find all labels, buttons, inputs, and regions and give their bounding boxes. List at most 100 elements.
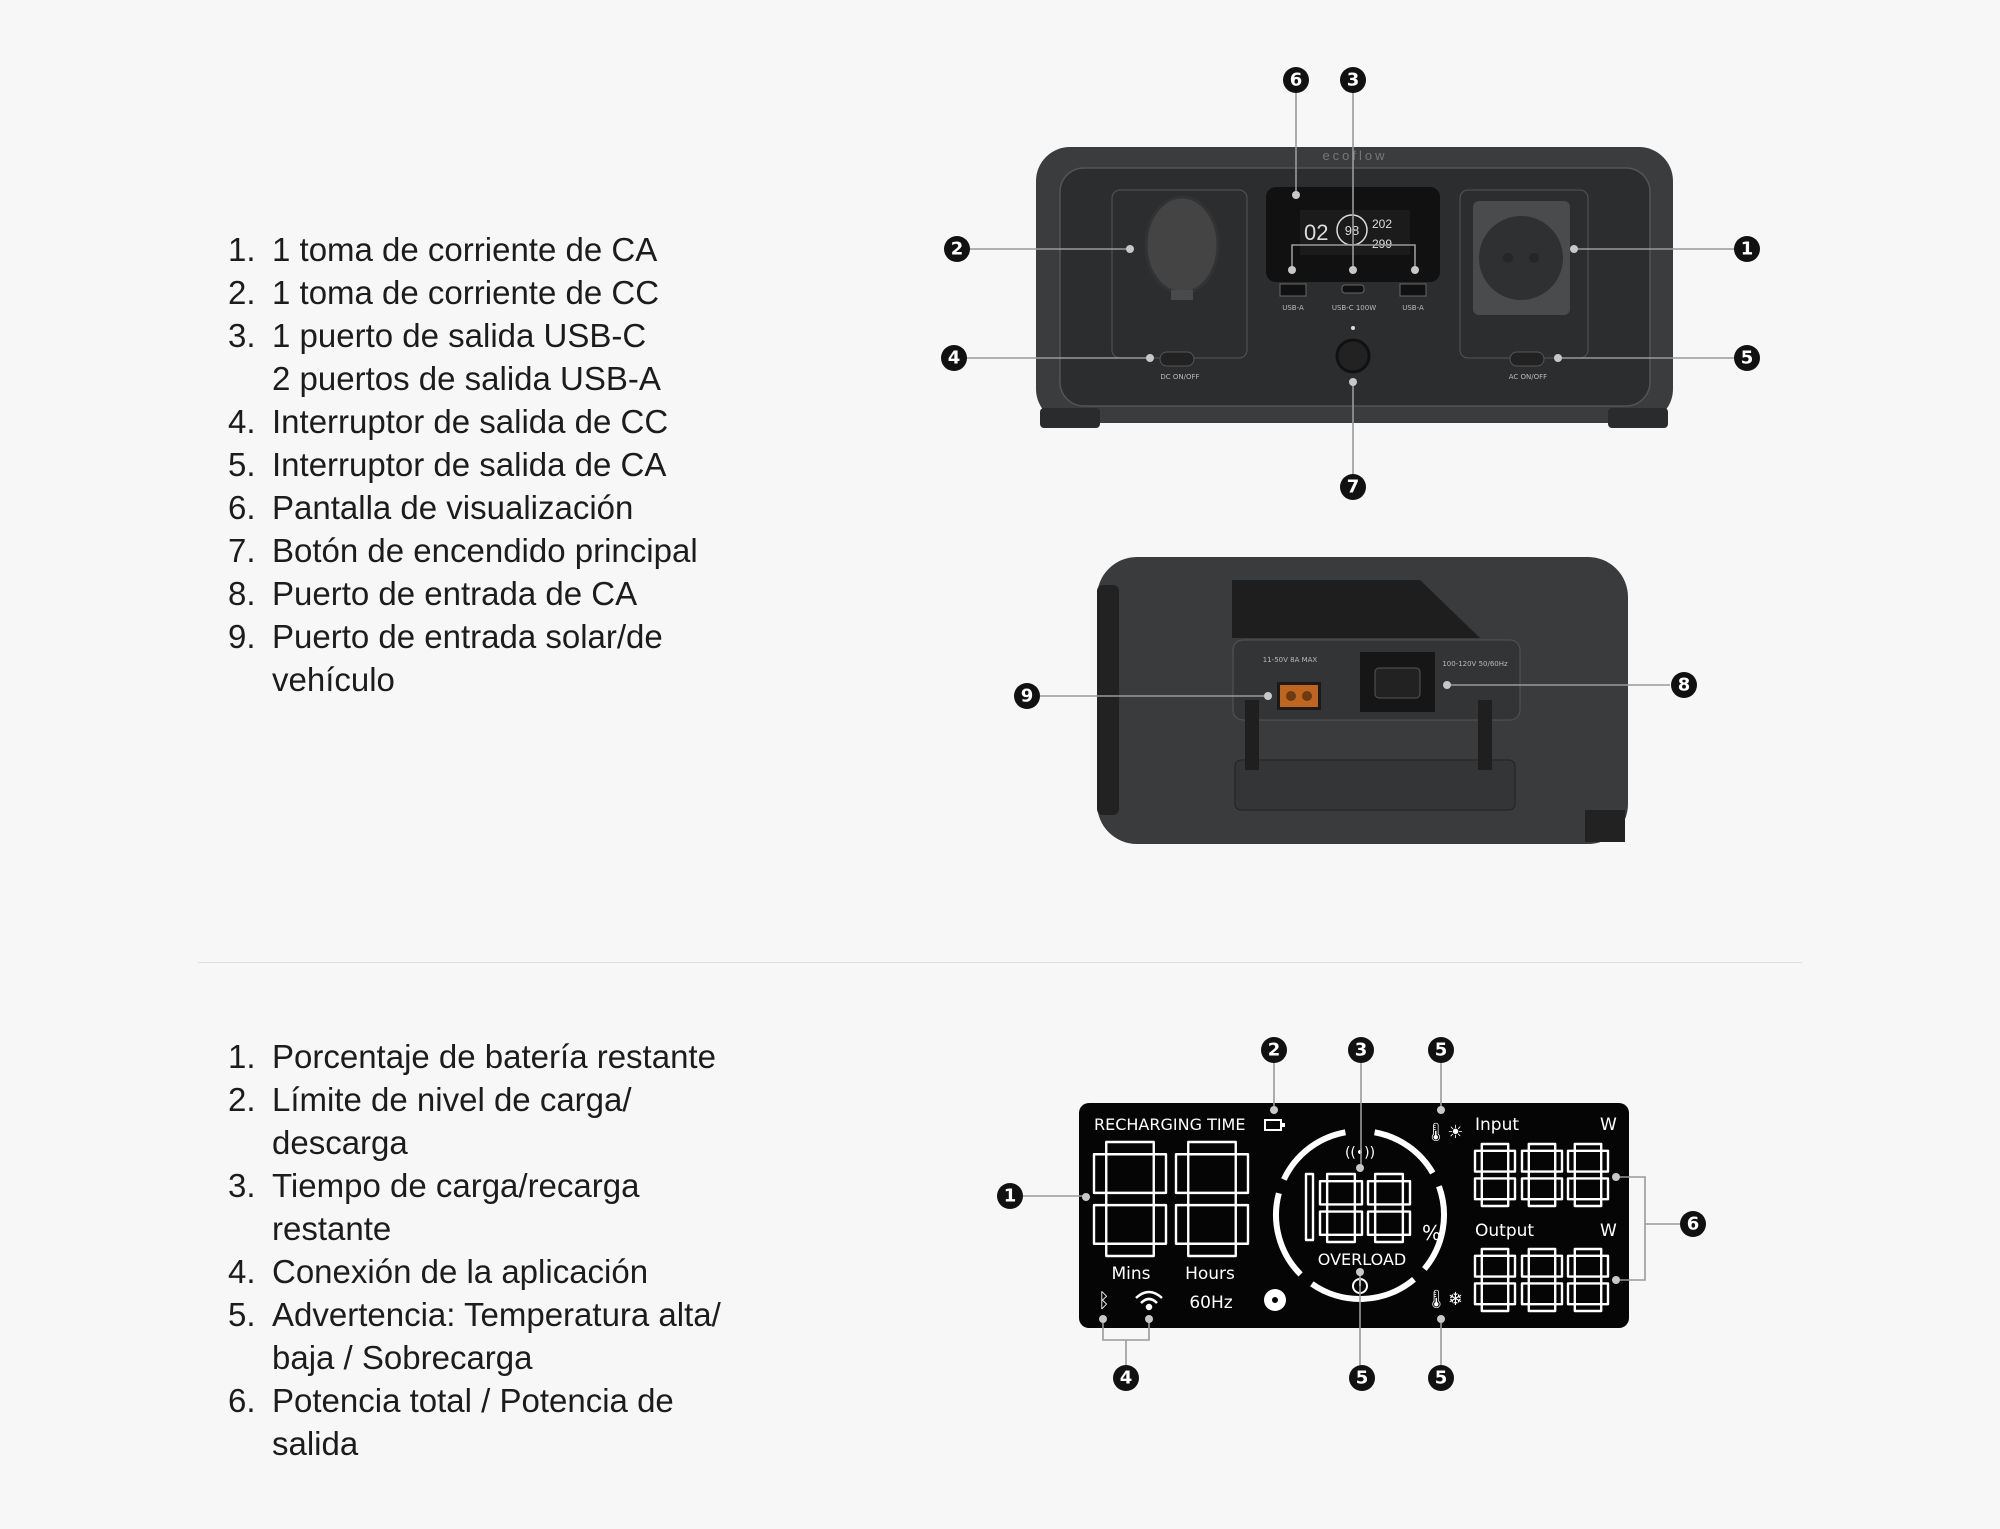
digit-segment (1152, 1203, 1168, 1245)
svg-text:3: 3 (1347, 70, 1360, 91)
digit-segment (1506, 1254, 1517, 1278)
digit-segment (1187, 1140, 1237, 1156)
item-text: Puerto de entrada solar/de (272, 618, 663, 655)
dc-switch[interactable] (1159, 351, 1195, 367)
digit-segment (1506, 1149, 1517, 1173)
badge-lcd-2: 2 (1261, 1037, 1287, 1063)
ac-rating-label: 100-120V 50/60Hz (1442, 660, 1508, 668)
digit-segment (1366, 1179, 1377, 1206)
item-text: Puerto de entrada de CA (272, 575, 638, 612)
percent-digits (1304, 1172, 1412, 1244)
item-text: 1 puerto de salida USB-C (272, 317, 647, 354)
overload-label: OVERLOAD (1318, 1250, 1406, 1269)
list-item: 6. Potencia total / Potencia de (228, 1379, 721, 1422)
item-text: Conexión de la aplicación (272, 1253, 649, 1290)
digit-segment (1520, 1282, 1531, 1306)
dc-socket (1144, 195, 1220, 295)
item-text: 2 puertos de salida USB-A (272, 360, 661, 397)
item-number: 5. (228, 1296, 256, 1333)
item-text: Tiempo de carga/recarga (272, 1167, 640, 1204)
item-text: Botón de encendido principal (272, 532, 698, 569)
digit-segment (1473, 1254, 1484, 1278)
list-item: 2 puertos de salida USB-A (228, 357, 698, 400)
digit-segment (1573, 1275, 1603, 1285)
list-item: 5. Interruptor de salida de CA (228, 443, 698, 486)
digit-segment (1105, 1242, 1155, 1258)
digit-segment (1566, 1282, 1577, 1306)
badge-front-2: 2 (944, 236, 970, 262)
digit-segment (1599, 1177, 1610, 1201)
item-number: 6. (228, 1382, 256, 1419)
digit-segment (1573, 1197, 1603, 1208)
item-number: 4. (228, 1253, 256, 1290)
item-text: 1 toma de corriente de CA (272, 231, 658, 268)
item-number: 1. (228, 1038, 256, 1075)
digit-segment (1553, 1254, 1564, 1278)
digit-segment (1480, 1302, 1510, 1313)
digit-segment (1553, 1149, 1564, 1173)
item-text: Interruptor de salida de CC (272, 403, 669, 440)
digit-segment (1599, 1282, 1610, 1306)
list-item: 4.Interruptor de salida de CC (228, 400, 698, 443)
item-text: baja / Sobrecarga (272, 1339, 533, 1376)
item-number: 8. (228, 575, 256, 612)
list-item: baja / Sobrecarga (228, 1336, 721, 1379)
digit-segment (1325, 1203, 1357, 1213)
mini-lcd-input: 202 (1372, 217, 1392, 231)
usb-a-right-label: USB-A (1402, 304, 1424, 312)
digit-segment (1353, 1179, 1364, 1206)
digit-segment (1573, 1142, 1603, 1153)
digit-segment (1473, 1177, 1484, 1201)
digit-segment (1187, 1191, 1237, 1207)
item-number: 9. (228, 618, 256, 655)
list-item: 1.1 toma de corriente de CA (228, 228, 698, 271)
badge-lcd-1: 1 (997, 1183, 1023, 1209)
item-number: 7. (228, 532, 256, 569)
svg-text:9: 9 (1021, 686, 1034, 707)
digit-segment (1473, 1149, 1484, 1173)
item-text: 1 toma de corriente de CC (272, 274, 660, 311)
fan-icon (1264, 1289, 1286, 1311)
svg-text:8: 8 (1678, 675, 1691, 696)
digit-segment (1566, 1254, 1577, 1278)
list-item: vehículo (228, 658, 698, 701)
list-item: 6. Pantalla de visualización (228, 486, 698, 529)
digit-segment (1566, 1149, 1577, 1173)
main-power-button[interactable] (1335, 338, 1371, 374)
usb-a-port-left (1279, 283, 1307, 297)
digit-segment (1573, 1247, 1603, 1258)
dc-switch-label: DC ON/OFF (1160, 373, 1199, 381)
svg-text:🌡︎☀︎: 🌡︎☀︎ (1425, 1122, 1464, 1143)
section-divider (198, 962, 1802, 963)
item-number: 5. (228, 446, 256, 483)
item-text: Interruptor de salida de CA (272, 446, 667, 483)
input-label: Input (1475, 1115, 1519, 1135)
item-text: Pantalla de visualización (272, 489, 634, 526)
digit-segment (1573, 1170, 1603, 1180)
svg-text:5: 5 (1435, 1040, 1448, 1061)
digit-segment (1473, 1282, 1484, 1306)
low-temp-icon: 🌡︎❄︎ (1425, 1289, 1463, 1310)
badge-front-3: 3 (1340, 67, 1366, 93)
usb-a-left-label: USB-A (1282, 304, 1304, 312)
list-item: restante (228, 1207, 721, 1250)
badge-lcd-5-right: 5 (1428, 1365, 1454, 1391)
digit-segment (1187, 1242, 1237, 1258)
badge-front-1: 1 (1734, 236, 1760, 262)
digit-segment (1401, 1210, 1412, 1237)
digit-segment (1092, 1153, 1108, 1195)
digit-segment (1318, 1210, 1329, 1237)
vent-grille (1232, 580, 1480, 638)
time-digits (1092, 1140, 1250, 1258)
badge-front-4: 4 (941, 345, 967, 371)
digit-segment (1520, 1149, 1531, 1173)
item-text: Potencia total / Potencia de (272, 1382, 674, 1419)
digit-segment (1480, 1142, 1510, 1153)
bluetooth-icon: ᛒ (1098, 1288, 1110, 1312)
high-temp-icon: 🌡︎☀︎ (1425, 1122, 1464, 1143)
digit-segment (1480, 1197, 1510, 1208)
item-number: 6. (228, 489, 256, 526)
ac-switch[interactable] (1509, 351, 1545, 367)
